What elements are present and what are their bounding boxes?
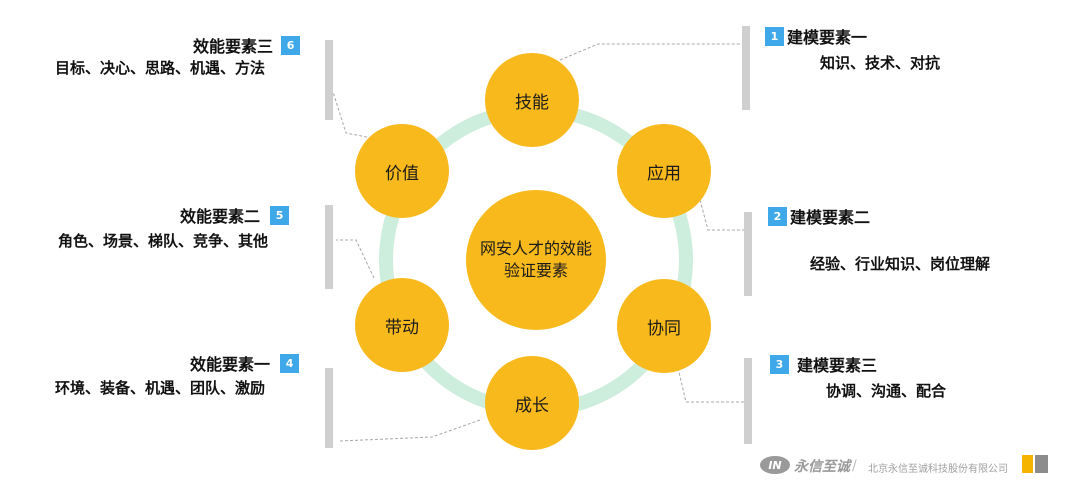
modeling-2-badge: 2 [768,206,787,226]
effect-3-badge: 6 [281,35,301,55]
effect-3-heading: 效能要素三 6 [193,33,301,57]
effect-2-detail: 角色、场景、梯队、竞争、其他 [58,232,269,250]
node-value-label: 价值 [385,163,419,184]
node-apply-label: 应用 [647,163,681,184]
modeling-3-title: 建模要素三 [797,356,878,375]
bar-effect-3 [325,40,333,120]
node-grow-label: 成长 [515,395,549,416]
footer-yellow-block [1022,455,1033,473]
node-skill-label: 技能 [515,92,549,113]
modeling-3-badge: 3 [770,354,789,374]
footer-gray-block [1035,455,1048,473]
effect-2-title: 效能要素二 [180,207,261,226]
modeling-1-title: 建模要素一 [787,28,868,47]
effect-3-detail: 目标、决心、思路、机遇、方法 [55,59,266,77]
brand-logo-icon: IN [760,456,790,474]
center-label: 网安人才的效能验证要素 [480,239,593,280]
connector-apply [699,199,744,231]
node-coop-label: 协同 [647,318,681,339]
bar-modeling-2 [744,212,752,296]
modeling-1-badge: 1 [765,26,784,46]
modeling-2-heading: 2 建模要素二 [768,204,870,228]
footer-divider: / [852,458,857,474]
bar-effect-1 [325,368,333,448]
effect-1-badge: 4 [280,353,300,373]
modeling-2-detail: 经验、行业知识、岗位理解 [810,255,991,273]
connector-value [332,91,373,139]
effect-1-detail: 环境、装备、机遇、团队、激励 [55,379,266,397]
node-drive: 带动 [355,278,449,372]
effect-2-badge: 5 [270,205,290,225]
connector-coop [677,367,744,403]
bar-effect-2 [325,205,333,289]
center-node: 网安人才的效能验证要素 [466,190,606,330]
effect-1-title: 效能要素一 [190,355,271,374]
company-name: 北京永信至诚科技股份有限公司 [868,464,1008,475]
bar-modeling-1 [742,26,750,110]
modeling-1-heading: 1 建模要素一 [765,24,867,48]
node-skill: 技能 [485,53,579,147]
node-value: 价值 [355,124,449,218]
modeling-2-title: 建模要素二 [790,208,871,227]
node-coop: 协同 [617,279,711,373]
node-drive-label: 带动 [385,317,419,338]
node-grow: 成长 [485,356,579,450]
brand-name: 永信至诚 [794,459,850,475]
modeling-3-detail: 协调、沟通、配合 [826,382,947,400]
effect-2-heading: 效能要素二 5 [180,203,290,227]
connector-grow [339,419,481,442]
connector-drive [336,239,375,279]
effect-3-title: 效能要素三 [193,37,274,56]
effect-1-heading: 效能要素一 4 [190,351,300,375]
modeling-1-detail: 知识、技术、对抗 [820,54,941,72]
modeling-3-heading: 3 建模要素三 [770,352,877,376]
connector-skill [559,43,742,61]
node-apply: 应用 [617,124,711,218]
bar-modeling-3 [744,358,752,444]
